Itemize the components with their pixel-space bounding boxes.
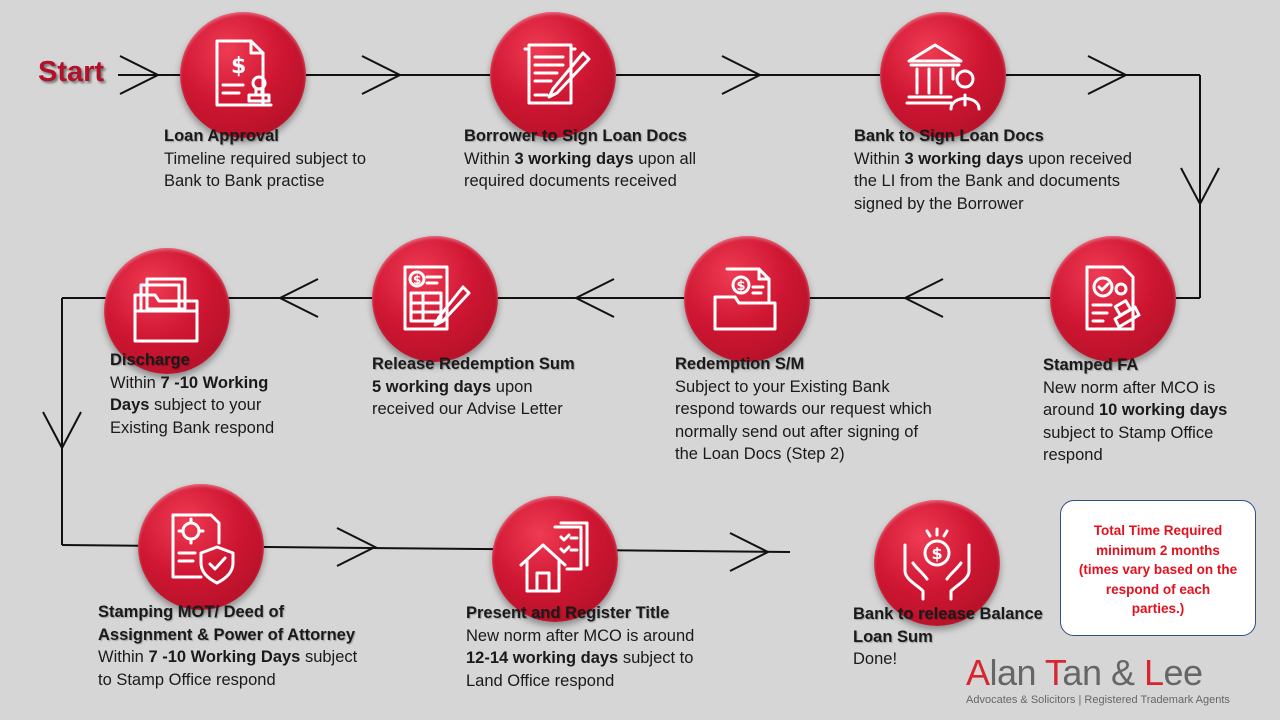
step-title: Discharge	[110, 351, 190, 369]
step-description-line: 12-14 working days subject to	[466, 649, 694, 667]
step-description-line: Subject to your Existing Bank	[675, 377, 890, 396]
total-line: minimum 2 months	[1096, 542, 1220, 558]
step-description-line: required documents received	[464, 172, 677, 190]
step-title: Stamping MOT/ Deed of	[98, 603, 285, 621]
step-title: Borrower to Sign Loan Docs	[464, 127, 687, 145]
step-description-line: received our Advise Letter	[372, 400, 563, 418]
step-description-line: Bank to Bank practise	[164, 172, 325, 190]
step-title-line-2: Loan Sum	[853, 627, 933, 646]
step-3-bank-sign: Bank to Sign Loan Docs Within 3 working …	[854, 125, 1132, 215]
total-line: Total Time Required	[1093, 523, 1223, 538]
step-description: New norm after MCO is around 10 working d…	[1043, 377, 1227, 467]
step-description-line: Timeline required subject to	[164, 149, 367, 168]
total-line: (times vary based on the	[1078, 562, 1238, 577]
step-6-release-redemption: Release Redemption Sum 5 working days up…	[372, 353, 575, 421]
step-title: Redemption S/M	[675, 355, 805, 373]
step-title-line-2: Assignment & Power of Attorney	[98, 625, 355, 644]
step-description-line: to Stamp Office respond	[98, 670, 276, 689]
step-description: Within 3 working days upon all required d…	[464, 148, 696, 193]
step-description: Timeline required subject to Bank to Bank…	[164, 148, 366, 193]
step-description-line: Within 7 -10 Working	[110, 373, 269, 392]
svg-text:$: $	[932, 544, 943, 563]
step-description-line: the LI from the Bank and documents	[854, 172, 1120, 190]
step-1-loan-approval: Loan Approval Timeline required subject …	[164, 125, 366, 193]
step-title: Bank to Sign Loan Docs	[854, 127, 1044, 145]
step-2-borrower-sign: Borrower to Sign Loan Docs Within 3 work…	[464, 125, 696, 193]
step-description-line: Days subject to your	[110, 396, 262, 414]
step-title: Release Redemption Sum	[372, 355, 575, 373]
step-10-hands-money-icon: $	[874, 500, 1000, 626]
total-line: parties.)	[1131, 601, 1185, 616]
step-3-bank-officer-icon	[880, 12, 1006, 138]
step-description-line: 5 working days upon	[372, 377, 533, 396]
step-description-line: Within 7 -10 Working Days subject	[98, 648, 358, 666]
step-6-invoice-sign-icon: $	[372, 236, 498, 362]
step-description: 5 working days upon received our Advise L…	[372, 376, 575, 421]
step-title: Bank to release Balance	[853, 605, 1043, 623]
step-description-line: subject to Stamp Office	[1043, 423, 1214, 442]
step-7-discharge-folder-icon	[104, 248, 230, 374]
brand-wordmark: Alan Tan & Lee	[966, 652, 1203, 693]
step-5-redemption-folder-icon: $	[684, 236, 810, 362]
step-description-line: the Loan Docs (Step 2)	[675, 445, 845, 463]
step-description-line: Within 3 working days upon received	[854, 149, 1132, 168]
step-description-line: Existing Bank respond	[110, 418, 275, 437]
step-description-line: New norm after MCO is	[1043, 378, 1216, 397]
step-title: Stamped FA	[1043, 356, 1139, 374]
step-description-line: normally send out after signing of	[675, 422, 919, 441]
step-description-line: Within 3 working days upon all	[464, 149, 697, 168]
svg-text:$: $	[231, 54, 246, 79]
step-5-redemption-sm: Redemption S/M Subject to your Existing …	[675, 353, 932, 466]
step-description-line: respond towards our request which	[675, 400, 932, 418]
step-4-stamped-fa-icon	[1050, 236, 1176, 362]
total-line: respond of each	[1105, 581, 1211, 597]
step-description-line: around 10 working days	[1043, 401, 1228, 419]
step-8-certificate-shield-icon	[138, 484, 264, 610]
step-description-line: respond	[1043, 446, 1103, 464]
step-description: Subject to your Existing Bank respond tow…	[675, 376, 932, 466]
step-4-stamped-fa: Stamped FA New norm after MCO is around 1…	[1043, 354, 1227, 467]
step-9-present-register-title: Present and Register Title New norm afte…	[466, 602, 694, 692]
step-1-loan-approval-icon: $	[180, 12, 306, 138]
svg-text:$: $	[737, 279, 746, 294]
total-time-box: Total Time Required minimum 2 months (ti…	[1060, 500, 1256, 636]
step-description: New norm after MCO is around 12-14 workin…	[466, 625, 694, 693]
step-title: Loan Approval	[164, 127, 279, 145]
start-label: Start	[38, 56, 105, 88]
step-description-line: Done!	[853, 650, 898, 668]
step-description-line: signed by the Borrower	[854, 194, 1024, 213]
step-8-stamping-mot: Stamping MOT/ Deed of Assignment & Power…	[98, 601, 357, 691]
step-description: Done!	[853, 648, 1043, 671]
brand-logo: Alan Tan & Lee Advocates & Solicitors | …	[966, 652, 1256, 707]
step-description: Within 3 working days upon received the L…	[854, 148, 1132, 216]
step-description-line: New norm after MCO is around	[466, 626, 695, 645]
step-description-line: Land Office respond	[466, 671, 615, 690]
step-9-house-title-icon	[492, 496, 618, 622]
step-2-sign-loan-docs-icon	[490, 12, 616, 138]
svg-text:$: $	[413, 273, 421, 287]
brand-tagline: Advocates & Solicitors | Registered Trad…	[966, 694, 1230, 706]
step-title: Present and Register Title	[466, 604, 670, 622]
step-description: Within 7 -10 Working Days subject to Stam…	[98, 646, 357, 691]
step-10-release-balance: Bank to release Balance Loan Sum Done!	[853, 603, 1043, 671]
